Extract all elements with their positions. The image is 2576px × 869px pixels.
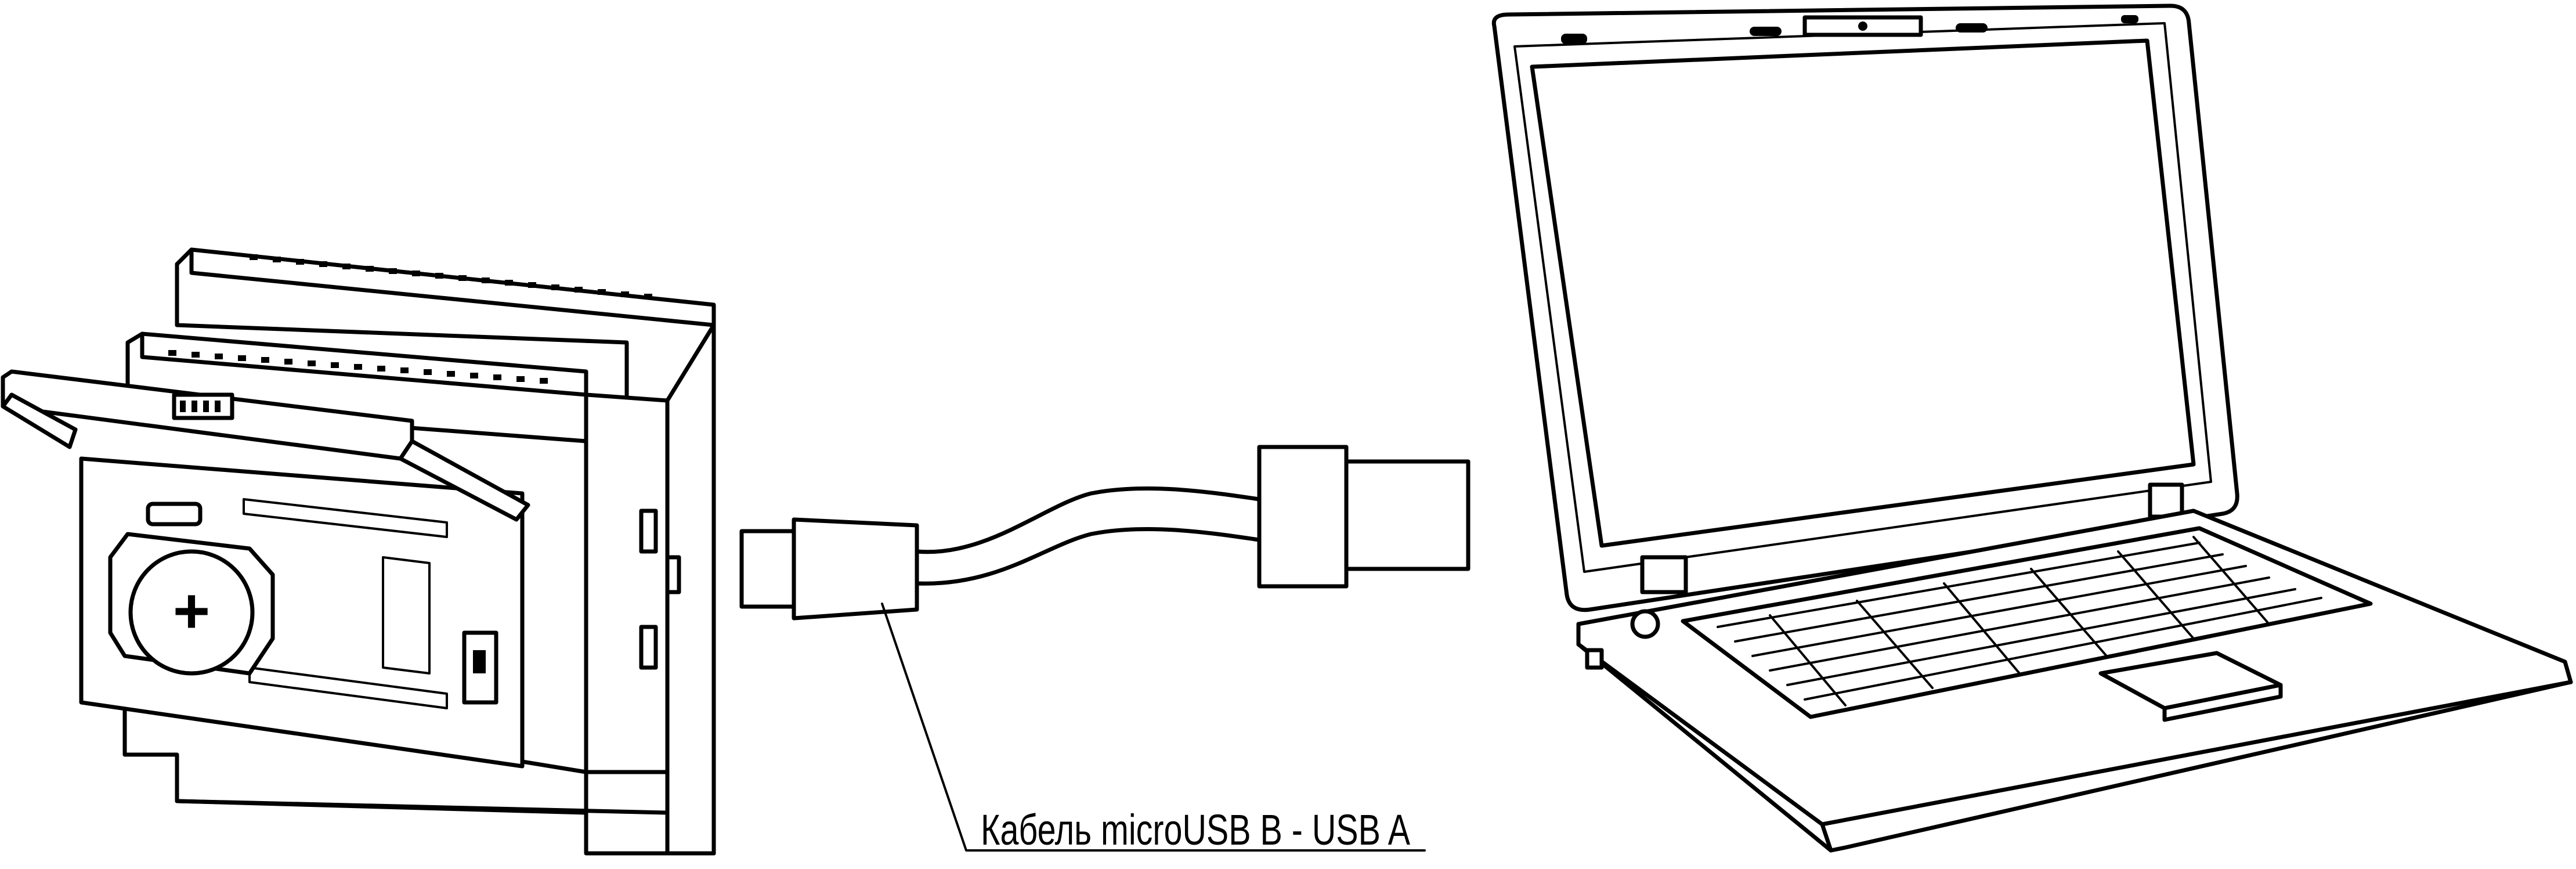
side-usb-port	[1585, 648, 1604, 670]
usba-plug-tip	[1344, 459, 1471, 571]
touchpad	[2098, 651, 2283, 722]
laptop-screen	[1530, 38, 2196, 548]
battery-holder: +	[108, 532, 275, 676]
middle-terminal-row	[168, 350, 548, 384]
battery-plus-symbol: +	[173, 575, 210, 647]
usb-cable: Кабель microUSB B - USB A	[739, 445, 1471, 854]
cable-label: Кабель microUSB B - USB A	[981, 806, 1410, 854]
power-button	[1630, 609, 1660, 639]
keyboard	[1681, 526, 2373, 719]
usb-port	[146, 502, 203, 527]
usba-plug-body	[1257, 445, 1349, 589]
microusb-plug-tip	[739, 529, 796, 609]
top-terminal-row	[250, 254, 652, 300]
front-cover-flap	[1, 369, 530, 522]
laptop-lid	[1491, 3, 2239, 612]
microusb-plug-body	[792, 517, 919, 621]
pcb-terminal-strips	[243, 498, 498, 709]
laptop	[1491, 3, 2573, 853]
controller-device: +	[1, 247, 716, 856]
